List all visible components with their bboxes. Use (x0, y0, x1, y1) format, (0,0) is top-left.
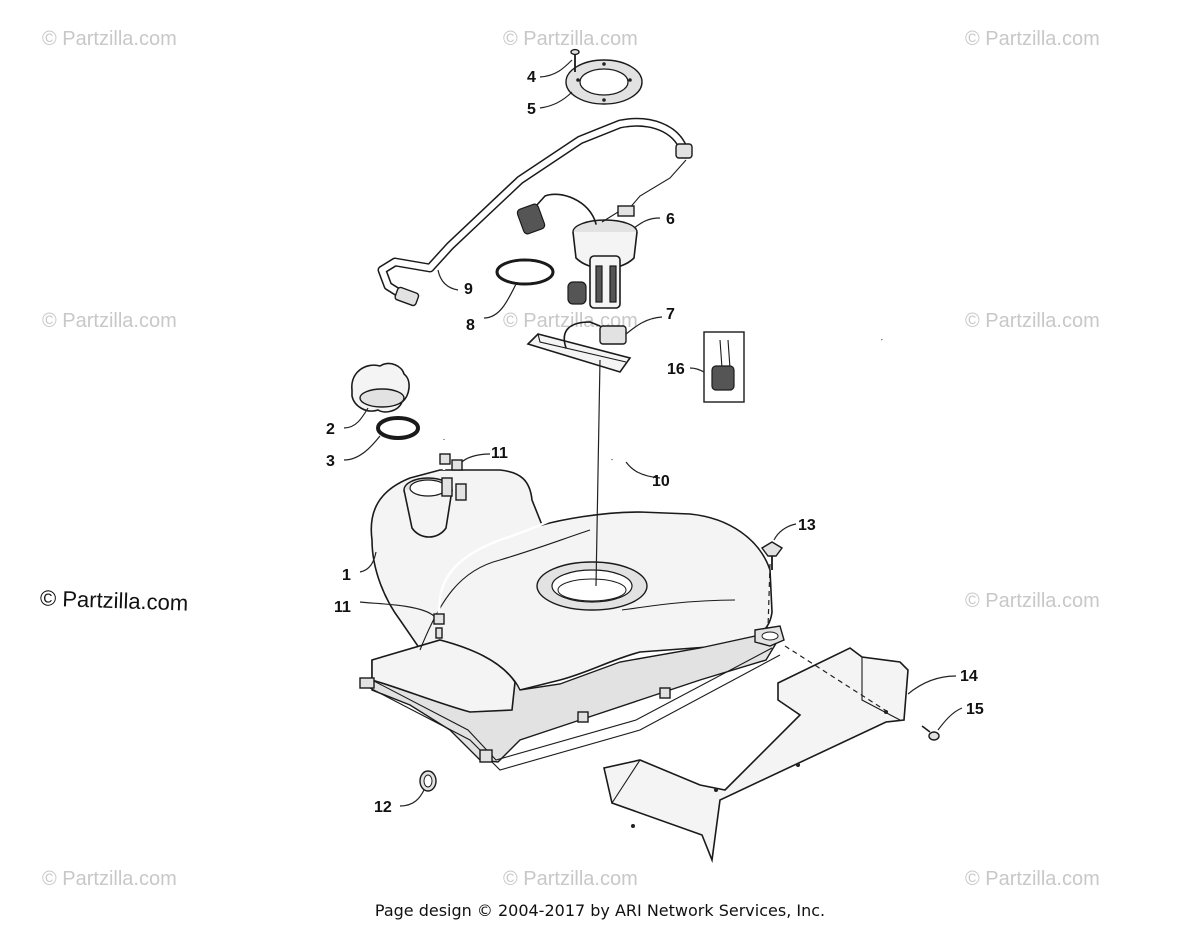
watermark: © Partzilla.com (965, 868, 1100, 890)
fuel-line-part (377, 117, 693, 307)
callout-16: 16 (667, 361, 685, 378)
callout-1: 1 (342, 567, 351, 584)
page-footer: Page design © 2004-2017 by ARI Network S… (374, 901, 826, 920)
hose-clamp-part (433, 453, 463, 639)
vent-hose-part (436, 339, 916, 621)
gas-cap-part (351, 362, 410, 413)
alignment-line (595, 359, 601, 587)
heat-shield-part (603, 647, 909, 864)
watermark: © Partzilla.com (503, 868, 638, 890)
watermark: © Partzilla.com (42, 28, 177, 50)
callout-9: 9 (464, 281, 473, 298)
pump-gasket-part (495, 258, 555, 286)
callout-5: 5 (527, 101, 536, 118)
callout-12: 12 (374, 799, 392, 816)
callout-leaders (343, 59, 963, 807)
watermark: © Partzilla.com (965, 310, 1100, 332)
cap-seal-part (376, 416, 420, 440)
fuel-pump-part (516, 193, 638, 309)
push-pin-part (921, 725, 940, 741)
callout-7: 7 (666, 306, 675, 323)
watermark: © Partzilla.com (42, 868, 177, 890)
callout-13: 13 (798, 517, 816, 534)
callout-10: 10 (652, 473, 670, 490)
callout-11-top: 11 (491, 445, 508, 462)
level-sender-part (526, 321, 632, 373)
callout-2: 2 (326, 421, 335, 438)
watermark: © Partzilla.com (965, 590, 1100, 612)
watermark: © Partzilla.com (42, 310, 177, 332)
callout-8: 8 (466, 317, 475, 334)
callout-11-bottom: 11 (334, 599, 351, 616)
fuel-tank-part (359, 469, 785, 771)
callout-4: 4 (527, 69, 536, 86)
callout-15: 15 (966, 701, 984, 718)
push-rivet-part (760, 541, 784, 570)
callout-6: 6 (666, 211, 675, 228)
watermark: © Partzilla.com (503, 28, 638, 50)
pump-connector-part (703, 331, 745, 403)
grommet-part (419, 770, 437, 792)
callout-3: 3 (326, 453, 335, 470)
watermark-main: © Partzilla.com (39, 585, 189, 616)
watermark: © Partzilla.com (965, 28, 1100, 50)
alignment-line (767, 563, 771, 629)
alignment-line (784, 645, 889, 713)
retaining-ring-part (565, 59, 643, 105)
screw-part (570, 48, 580, 72)
callout-14: 14 (960, 668, 978, 685)
